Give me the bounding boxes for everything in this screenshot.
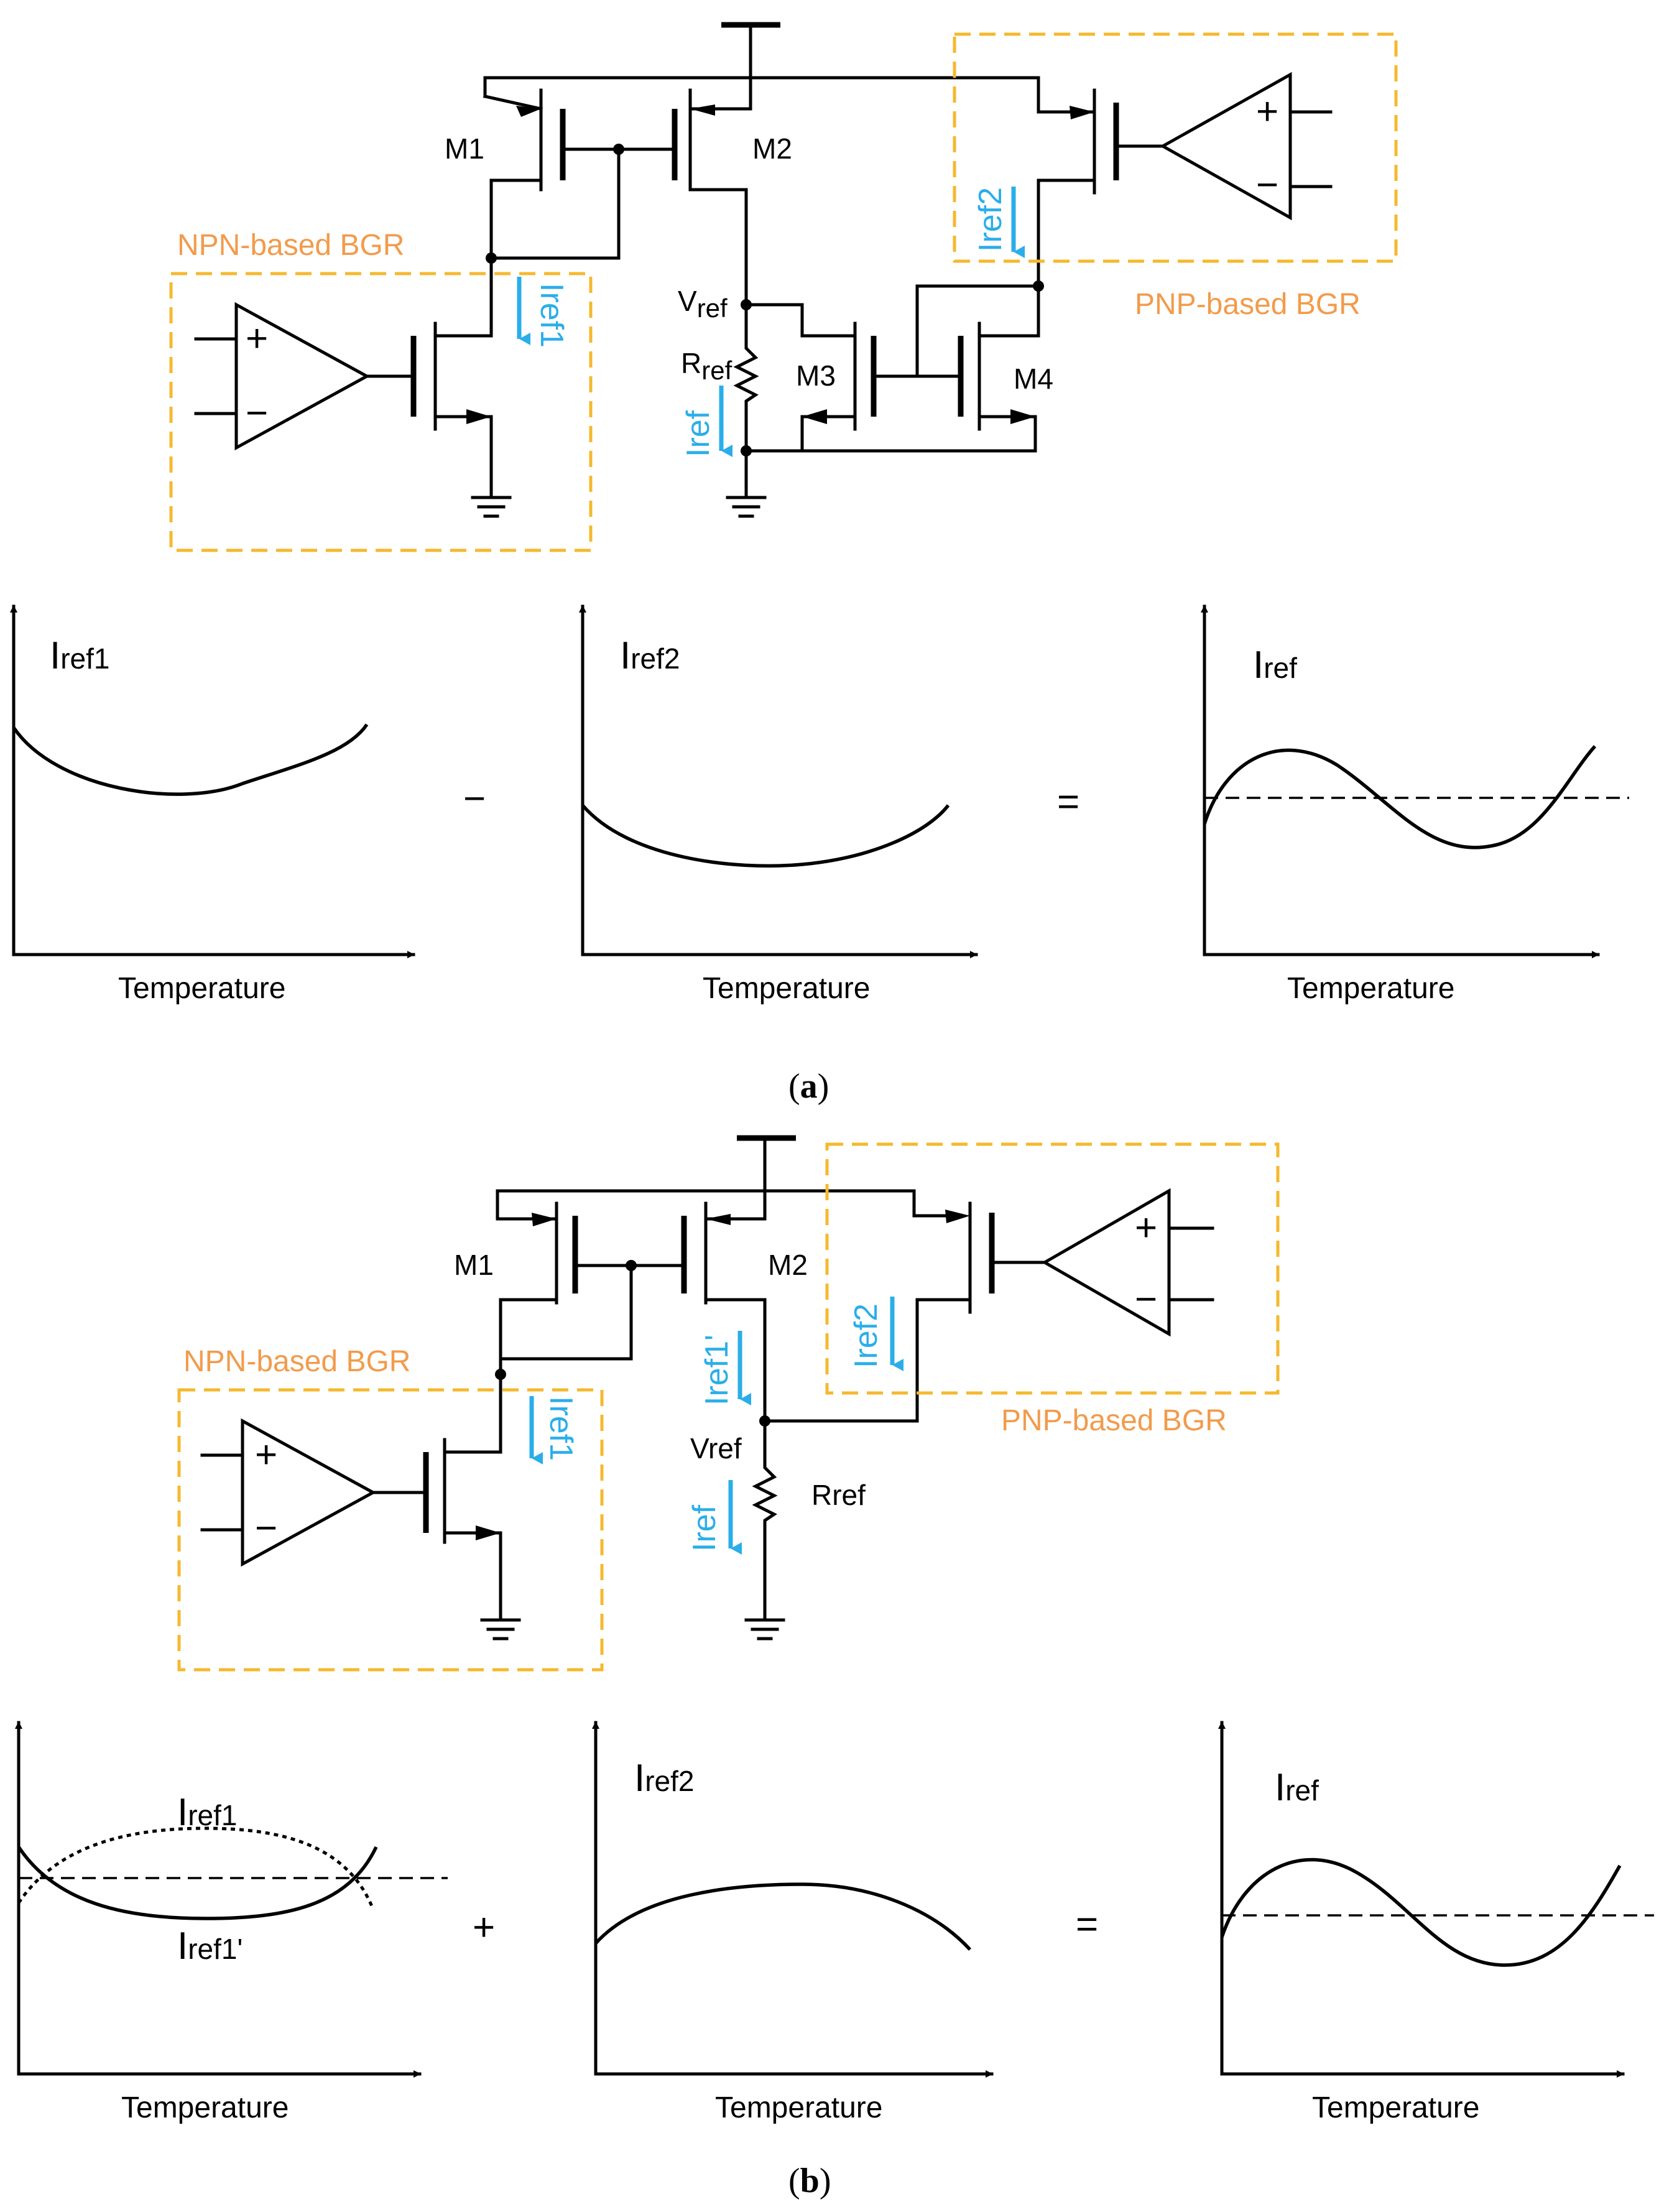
label-m2-b: M2 [768, 1249, 808, 1281]
circuit-b: M1 M2 Vref Rref + − PNP-based BGR [177, 1135, 1280, 1672]
label-vref-b: Vref [690, 1432, 742, 1465]
m4-diode-a [915, 284, 1040, 378]
pnp-bgr-box-b [825, 1142, 1280, 1395]
axis-label-iref2-a: Iref2 [620, 634, 680, 677]
operator-plus-b: + [473, 1906, 495, 1949]
axis-label-iref2-b: Iref2 [634, 1757, 695, 1800]
opamp-minus-npn-b: − [255, 1507, 277, 1550]
current-label-iref1p-b: Iref1' [699, 1335, 735, 1405]
opamp-minus-pnp-b: − [1135, 1278, 1157, 1321]
opamp-plus-pnp-a: + [1256, 90, 1278, 133]
curve-label-iref1p-b: Iref1' [177, 1925, 243, 1968]
label-rref-a: Rref [681, 347, 732, 385]
label-m2-a: M2 [752, 132, 792, 165]
opamp-npn-a [234, 302, 371, 451]
opamp-minus-pnp-a: − [1256, 164, 1278, 206]
pnp-bgr-box-a [953, 32, 1398, 263]
npn-bgr-box-a [169, 272, 593, 552]
current-label-iref-a: Iref [680, 410, 716, 457]
xlabel-a3: Temperature [1287, 972, 1454, 1005]
current-label-iref2-a: Iref2 [973, 187, 1009, 252]
current-label-iref1-b: Iref1 [543, 1396, 579, 1461]
ground-b-mid [744, 1618, 785, 1640]
curve-iref1-a [12, 723, 369, 796]
xlabel-a1: Temperature [118, 972, 285, 1005]
opamp-plus-npn-b: + [255, 1433, 277, 1476]
caption-a: (a) [788, 1067, 829, 1106]
label-vref-a: Vref [678, 285, 728, 323]
current-label-iref-b: Iref [686, 1504, 723, 1552]
opamp-pnp-a [1159, 72, 1292, 221]
circuit-a: M1 M2 Vref Rref M3 M4 [169, 22, 1398, 552]
graph-a-iref2: Iref2 Temperature [579, 604, 978, 1005]
graphs-a: Iref1 Temperature − Iref2 Temperature = … [10, 604, 1629, 1005]
graph-a-iref: Iref Temperature [1201, 604, 1629, 1005]
xlabel-b2: Temperature [715, 2091, 882, 2124]
operator-minus-a: − [463, 777, 486, 820]
npn-bgr-box-b [177, 1388, 604, 1672]
graph-a-iref1: Iref1 Temperature [10, 604, 415, 1005]
top-rail-a [483, 76, 1071, 114]
transistor-m2-a [672, 76, 752, 307]
label-m3-a: M3 [796, 359, 836, 392]
top-rail-b [496, 1189, 947, 1221]
operator-equals-b: = [1076, 1903, 1098, 1946]
curve-iref2-a [581, 804, 950, 868]
opamp-plus-npn-a: + [246, 317, 268, 360]
axis-label-iref-a: Iref [1253, 644, 1297, 687]
axis-label-iref1-a: Iref1 [50, 634, 110, 677]
graph-b-iref: Iref Temperature [1218, 1721, 1654, 2124]
opamp-plus-pnp-b: + [1135, 1206, 1157, 1249]
curve-label-iref1-b: Iref1 [177, 1791, 238, 1834]
curve-iref-a [1203, 745, 1597, 849]
opamp-minus-npn-a: − [246, 392, 268, 435]
curve-iref1p-b [17, 1846, 378, 1920]
axis-label-iref-b: Iref [1275, 1766, 1319, 1809]
resistor-rref-b [752, 1419, 778, 1622]
resistor-rref-a [733, 303, 759, 453]
xlabel-b1: Temperature [121, 2091, 289, 2124]
graph-b-iref1: Iref1 Iref1' Temperature [15, 1721, 448, 2124]
pnp-bgr-label-b: PNP-based BGR [1001, 1404, 1227, 1437]
xlabel-a2: Temperature [703, 972, 870, 1005]
npn-bgr-label-a: NPN-based BGR [177, 229, 404, 262]
ground-a-npn [471, 496, 512, 518]
npn-bgr-label-b: NPN-based BGR [183, 1345, 410, 1378]
m3-drain-a [744, 303, 857, 338]
opamp-npn-b [241, 1418, 377, 1567]
m1-diode-a [489, 147, 621, 260]
opamp-pnp-b [1041, 1188, 1171, 1337]
operator-equals-a: = [1057, 780, 1079, 823]
curve-iref1-b [17, 1826, 375, 1910]
label-rref-b: Rref [811, 1479, 866, 1511]
caption-b: (b) [788, 2162, 831, 2200]
label-m1-a: M1 [445, 132, 484, 165]
current-label-iref2-b: Iref2 [848, 1303, 884, 1368]
pnp-bgr-label-a: PNP-based BGR [1135, 288, 1361, 321]
graph-b-iref2: Iref2 Temperature [592, 1721, 994, 2124]
curve-iref2-b [594, 1882, 972, 1951]
curve-iref-b [1220, 1858, 1622, 1967]
label-m4-a: M4 [1014, 363, 1053, 395]
graphs-b: Iref1 Iref1' Temperature + Iref2 Tempera… [15, 1721, 1654, 2124]
ground-b-npn [480, 1618, 521, 1640]
current-label-iref1-a: Iref1 [534, 283, 570, 348]
xlabel-b3: Temperature [1312, 2091, 1479, 2124]
label-m1-b: M1 [454, 1249, 494, 1281]
ground-a-mid [726, 449, 767, 518]
transistor-m1-a [483, 88, 566, 260]
